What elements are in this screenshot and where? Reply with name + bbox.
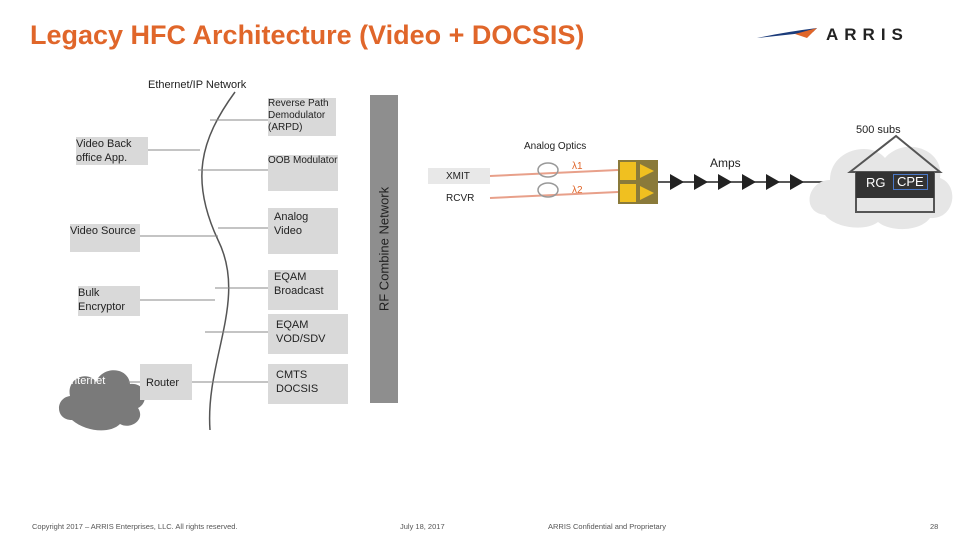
- cmts-box: CMTS DOCSIS: [268, 364, 348, 404]
- rcvr-box: [428, 190, 490, 206]
- cmts-label: CMTS DOCSIS: [276, 369, 319, 395]
- footer-copyright: Copyright 2017 – ARRIS Enterprises, LLC.…: [32, 522, 238, 531]
- fiber-coil-return-icon: [537, 182, 559, 198]
- eqam-broadcast-label: EQAM Broadcast: [274, 271, 324, 297]
- analog-video-label: Analog Video: [274, 211, 309, 237]
- eqam-vod-label: EQAM VOD/SDV: [276, 319, 326, 345]
- ethernet-ip-network-label: Ethernet/IP Network: [148, 79, 247, 91]
- router-label: Router: [146, 377, 180, 389]
- video-source-label: Video Source: [70, 225, 136, 237]
- internet-label: Internet: [68, 375, 106, 387]
- fiber-coil-forward-icon: [537, 162, 559, 178]
- xmit-box: [428, 168, 490, 184]
- eqam-broadcast-box: EQAM Broadcast: [268, 270, 338, 310]
- subs-label: 500 subs: [856, 124, 901, 136]
- video-back-office-label: Video Back office App.: [76, 138, 132, 164]
- house-icon: [847, 134, 943, 213]
- footer-date: July 18, 2017: [400, 522, 445, 531]
- oob-modulator-box: OOB Modulator: [268, 155, 338, 191]
- bulk-encryptor-label: Bulk Encryptor: [78, 287, 126, 313]
- arris-logo-text: ARRIS: [826, 25, 909, 44]
- arris-logo-swoosh-icon: [757, 28, 817, 38]
- rcvr-label: RCVR: [446, 193, 475, 204]
- cpe-label: CPE: [893, 174, 928, 190]
- amplifier-icon: [670, 174, 804, 190]
- eqam-vod-box: EQAM VOD/SDV: [268, 314, 348, 354]
- amps-label: Amps: [710, 156, 741, 170]
- rf-combine-network-label: RF Combine Network: [376, 186, 392, 312]
- internet-cloud-icon: [58, 370, 145, 431]
- footer-page-number: 28: [930, 522, 939, 531]
- video-source-box: Video Source: [70, 224, 140, 252]
- arpd-label: Reverse Path Demodulator (ARPD): [268, 98, 329, 133]
- arpd-box: Reverse Path Demodulator (ARPD): [268, 98, 336, 136]
- video-back-office-box: Video Back office App.: [76, 137, 148, 165]
- lambda2-label: λ2: [572, 185, 583, 196]
- fiber-forward: [489, 169, 619, 177]
- router-icon: [140, 364, 192, 400]
- ethernet-backbone-line: [201, 91, 236, 431]
- analog-optics-label: Analog Optics: [524, 141, 587, 152]
- oob-modulator-label: OOB Modulator: [268, 155, 338, 166]
- analog-video-box: Analog Video: [268, 208, 338, 254]
- bulk-encryptor-box: Bulk Encryptor: [78, 286, 140, 316]
- xmit-label: XMIT: [446, 171, 470, 182]
- rg-label: RG: [866, 175, 886, 190]
- lambda1-label: λ1: [572, 161, 583, 172]
- footer-confidential: ARRIS Confidential and Proprietary: [548, 522, 666, 531]
- rf-combine-network-bar: [370, 95, 398, 403]
- page-title: Legacy HFC Architecture (Video + DOCSIS): [30, 20, 585, 50]
